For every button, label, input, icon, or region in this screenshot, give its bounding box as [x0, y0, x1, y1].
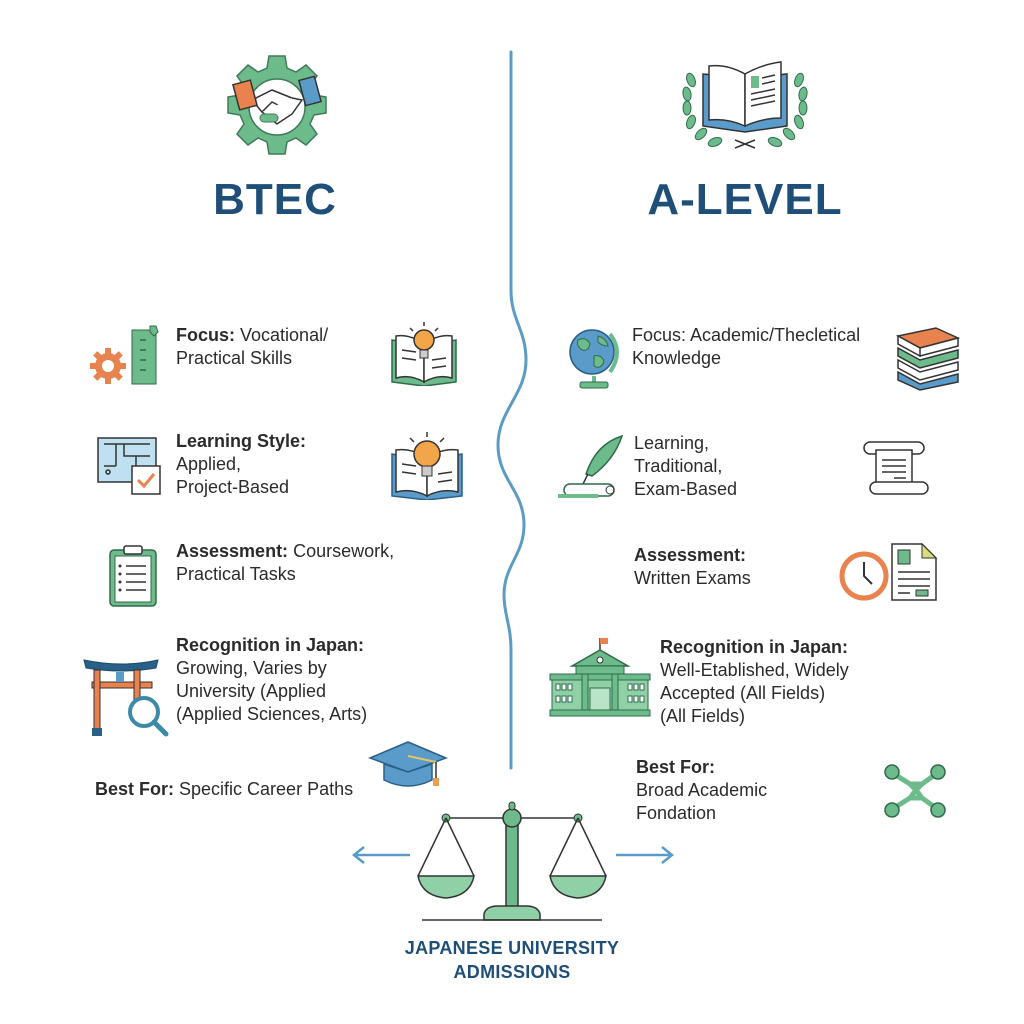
btec-focus: Focus: Vocational/ Practical Skills [176, 325, 329, 368]
alevel-title: A-LEVEL [647, 175, 843, 224]
alevel-assessment: Assessment: Written Exams [634, 545, 751, 588]
clipboard-icon [109, 545, 157, 607]
blueprint-checklist-icon [97, 437, 161, 495]
btec-assessment: Assessment: Coursework, Practical Tasks [176, 541, 395, 584]
clock-document-icon [839, 542, 938, 601]
book-laurel-icon [682, 61, 808, 149]
btec-recognition: Recognition in Japan: Growing, Varies by… [176, 635, 368, 724]
btec-learning-style: Learning Style: Applied, Project-Based [176, 431, 307, 497]
alevel-best-for: Best For: Broad Academic Fondation [636, 757, 768, 823]
scales-icon [417, 801, 607, 921]
university-building-icon [549, 638, 651, 717]
book-stack-icon [896, 327, 960, 391]
btec-best-for: Best For: Specific Career Paths [95, 779, 354, 799]
alevel-focus: Focus: Academic/Thecletical Knowledge [632, 325, 861, 368]
footer-caption: JAPANESE UNIVERSITY ADMISSIONS [404, 938, 620, 982]
torii-magnifier-icon [83, 659, 169, 737]
center-divider [496, 50, 528, 770]
globe-icon [569, 329, 619, 389]
scroll-icon [863, 441, 929, 495]
book-lightbulb-icon [391, 322, 457, 386]
right-arrow-icon [616, 846, 675, 864]
alevel-learning-style: Learning, Traditional, Exam-Based [634, 433, 738, 499]
alevel-recognition: Recognition in Japan: Well-Etablished, W… [660, 637, 849, 726]
left-arrow-icon [351, 846, 410, 864]
btec-title: BTEC [213, 175, 337, 224]
quill-scroll-icon [558, 434, 624, 498]
gear-ruler-icon [90, 325, 159, 385]
gear-handshake-icon [227, 55, 327, 155]
book-lightbulb-icon [391, 432, 463, 500]
molecule-network-icon [884, 764, 946, 818]
graduation-cap-icon [368, 741, 448, 787]
